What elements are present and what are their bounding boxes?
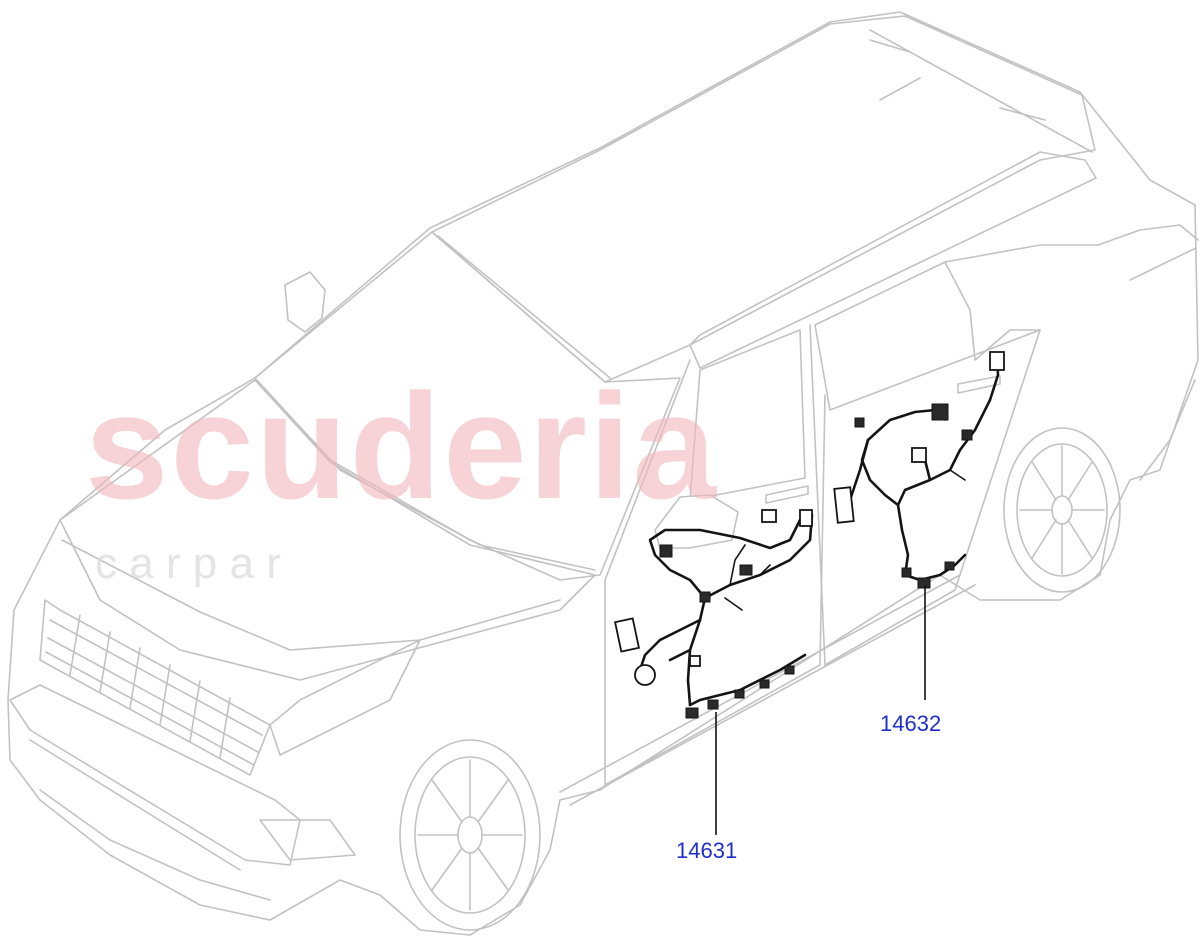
vehicle-roof [431, 15, 1096, 383]
front-side-window [689, 329, 806, 501]
grille-mesh [45, 614, 263, 766]
roof-rail [689, 151, 1097, 369]
rear-side-window [814, 261, 1041, 411]
hood [59, 379, 596, 681]
watermark-tagline: c a r p a r [95, 539, 281, 588]
vehicle-outline [7, 11, 1199, 936]
front-wheel [399, 739, 541, 931]
front-door-wiring-harness [614, 509, 814, 719]
callout-front-door[interactable]: 14631 [676, 712, 737, 863]
rear-wheel [1003, 427, 1121, 593]
rear-door-wiring-harness [833, 351, 1005, 589]
windshield [254, 231, 681, 581]
front-bumper [9, 684, 301, 866]
left-mirror [284, 271, 326, 333]
part-number-14632[interactable]: 14632 [880, 711, 941, 736]
grille [39, 599, 271, 776]
callout-rear-door[interactable]: 14632 [880, 585, 941, 736]
watermark-brand: scuderia [85, 362, 718, 530]
part-number-14631[interactable]: 14631 [676, 838, 737, 863]
rear-door-seam [809, 324, 1041, 666]
